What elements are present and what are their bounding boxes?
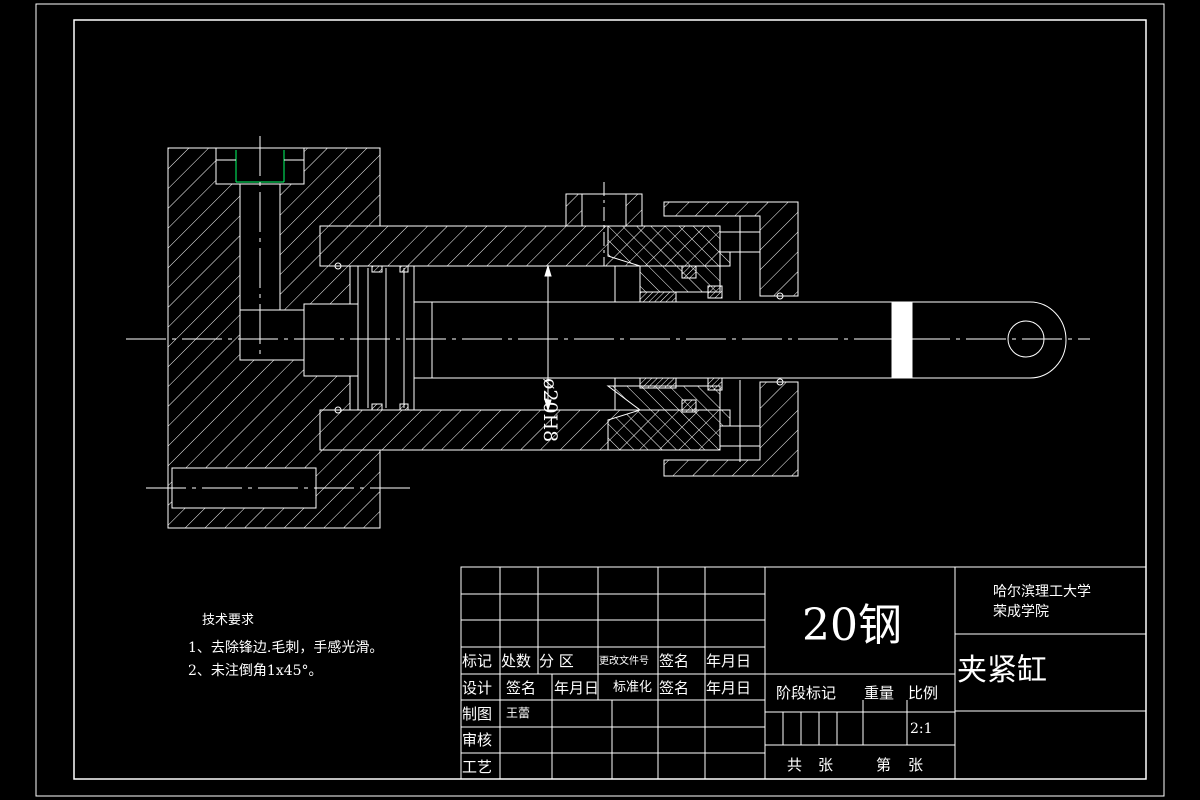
stage-mark-label: 阶段标记	[776, 684, 836, 702]
center-lines	[126, 136, 1090, 489]
std-date: 年月日	[706, 679, 751, 697]
header-count: 处数	[501, 652, 531, 670]
tech-requirement-2: 2、未注倒角1x45°。	[188, 663, 323, 679]
university-name: 哈尔滨理工大学	[993, 584, 1091, 600]
tech-requirements-title: 技术要求	[202, 613, 254, 628]
standardization-label: 标准化	[613, 680, 652, 695]
cylinder-section-view	[167, 147, 1067, 529]
tech-requirement-1: 1、去除锋边.毛刺，手感光滑。	[188, 639, 383, 656]
header-signature: 签名	[659, 652, 689, 670]
draw-label: 制图	[462, 705, 492, 723]
piston-seal-top	[371, 265, 383, 273]
total-sheets-unit: 张	[818, 756, 833, 774]
piston-seal-bottom	[371, 403, 383, 411]
rod-neck	[303, 303, 359, 377]
outer-frame	[35, 3, 1165, 797]
header-change-doc: 更改文件号	[599, 654, 649, 667]
front-cap-top	[663, 201, 799, 297]
header-date: 年月日	[706, 652, 751, 670]
header-zone: 分 区	[539, 652, 574, 670]
design-label: 设计	[462, 679, 492, 697]
scale-label: 比例	[908, 684, 938, 702]
sheet-number-unit: 张	[908, 756, 923, 774]
review-label: 审核	[462, 731, 492, 749]
weight-label: 重量	[864, 684, 894, 702]
rod-marking-band	[891, 301, 913, 379]
process-label: 工艺	[462, 758, 492, 776]
design-signature: 签名	[506, 679, 536, 697]
sheet-number-label: 第	[876, 756, 891, 774]
title-block-grid	[460, 566, 1147, 780]
scale-value: 2:1	[910, 721, 933, 737]
total-sheets-label: 共	[787, 756, 802, 774]
design-date: 年月日	[554, 679, 599, 697]
drawing-name: 夹紧缸	[957, 653, 1047, 688]
guide-sleeve-bottom	[606, 385, 731, 451]
std-signature: 签名	[659, 679, 689, 697]
material-label: 20钢	[802, 600, 902, 651]
header-mark: 标记	[462, 652, 492, 670]
piston-rod	[429, 301, 1067, 379]
drawer-name: 王蕾	[506, 706, 530, 720]
rod-seal-top	[639, 291, 677, 303]
rod-seal-bottom	[639, 377, 677, 389]
front-cap-bottom	[663, 381, 799, 477]
bore-dimension-label: ø20H8	[539, 378, 561, 442]
guide-sleeve-top	[607, 225, 731, 293]
college-name: 荣成学院	[993, 604, 1049, 620]
